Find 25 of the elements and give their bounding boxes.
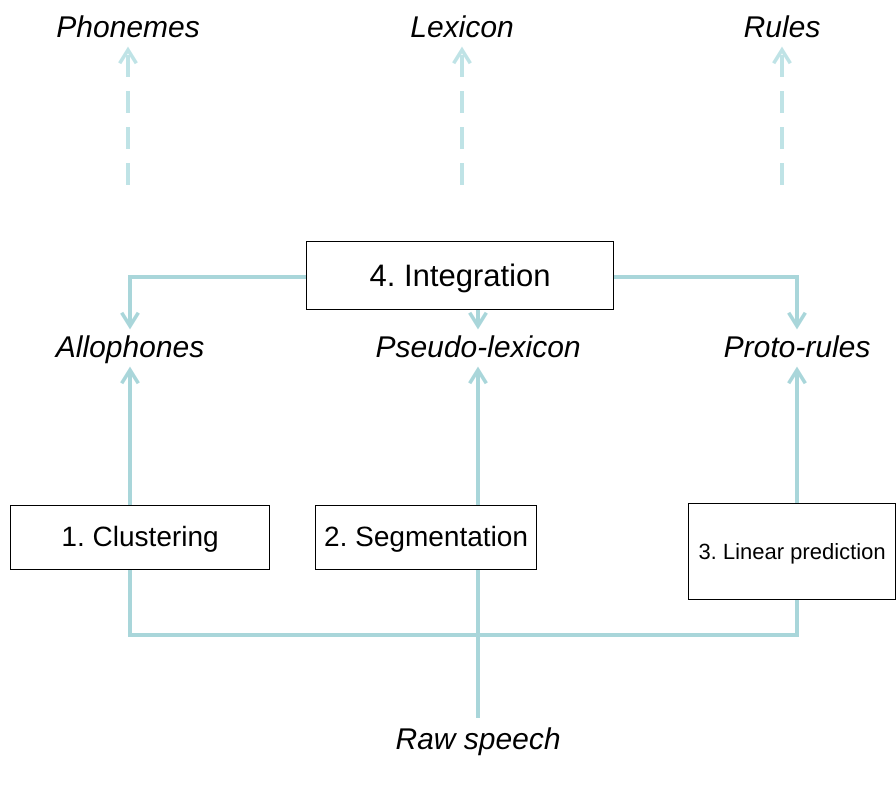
arrow [468, 368, 488, 505]
arrow [118, 48, 138, 185]
box-label: 1. Clustering [61, 521, 219, 554]
process-box [306, 241, 614, 310]
node-label: Proto-rules [724, 330, 870, 366]
arrow [120, 368, 140, 505]
box-label: 4. Integration [370, 258, 550, 294]
process-box [315, 505, 537, 570]
box-label: 2. Segmentation [324, 521, 528, 554]
arrow [614, 275, 808, 328]
node-label: Raw speech [395, 722, 561, 758]
arrow [452, 48, 472, 185]
node-label: Allophones [56, 330, 204, 366]
connector-line [476, 600, 799, 718]
process-box [688, 503, 896, 600]
arrow [772, 48, 792, 185]
node-label: Phonemes [56, 10, 200, 46]
arrow [120, 275, 306, 328]
arrow [786, 368, 808, 503]
node-label: Pseudo-lexicon [375, 330, 581, 366]
box-label: 3. Linear prediction [698, 538, 886, 564]
arrow [468, 310, 488, 328]
node-label: Rules [744, 10, 820, 46]
process-box [10, 505, 270, 570]
node-label: Lexicon [410, 10, 514, 46]
